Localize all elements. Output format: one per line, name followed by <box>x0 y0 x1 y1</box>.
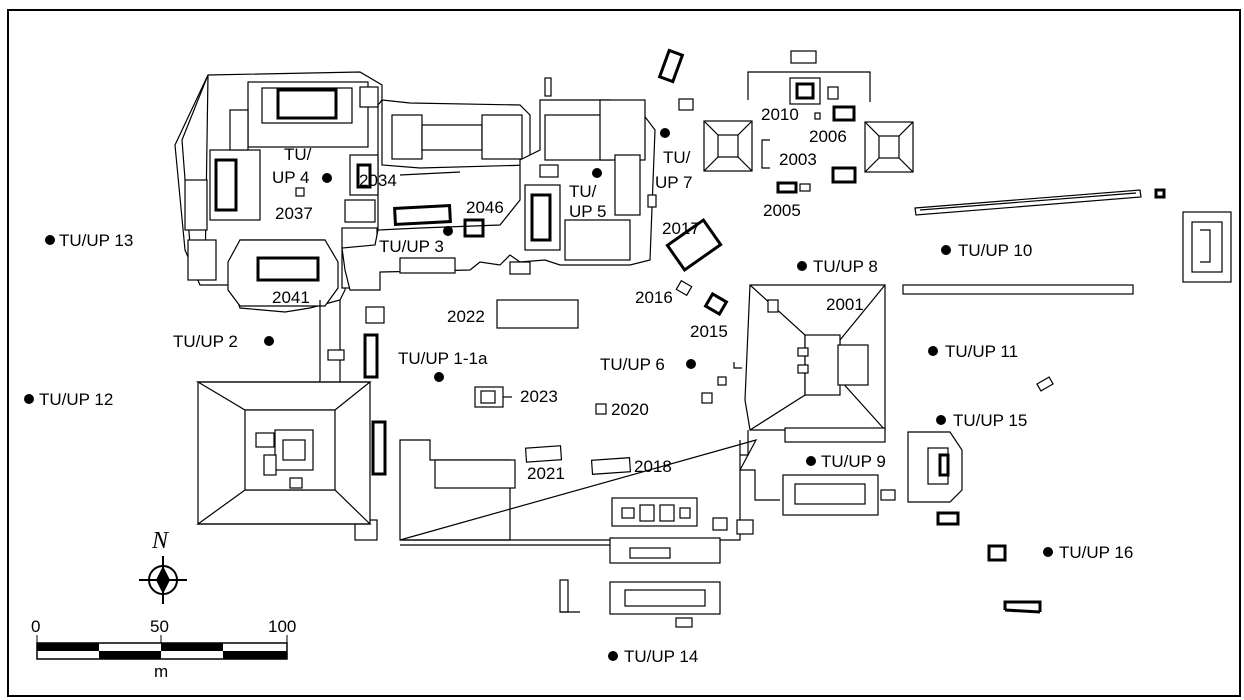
structure-2046b <box>393 203 452 226</box>
map-labels: TU/UP 1-1a TU/UP 2 TU/UP 3 TU/ UP 4 TU/ … <box>39 105 1133 666</box>
structure-2001 <box>740 284 886 456</box>
label-2023: 2023 <box>520 387 558 406</box>
southern-platform <box>399 439 780 564</box>
label-2003: 2003 <box>779 150 817 169</box>
central-palace <box>341 77 657 291</box>
north-arrow: N <box>139 528 187 604</box>
northwest-complex <box>174 71 383 313</box>
label-2001: 2001 <box>826 295 864 314</box>
label-2037: 2037 <box>275 204 313 223</box>
label-tu-up-8: TU/UP 8 <box>813 257 878 276</box>
scale-tick-100: 100 <box>268 617 296 636</box>
label-tu-up-13: TU/UP 13 <box>59 231 133 250</box>
label-tu-up-2: TU/UP 2 <box>173 332 238 351</box>
label-2020: 2020 <box>611 400 649 419</box>
label-2041: 2041 <box>272 288 310 307</box>
label-tu-up-5a: TU/ <box>569 182 597 201</box>
label-2005: 2005 <box>763 201 801 220</box>
label-tu-up-15: TU/UP 15 <box>953 411 1027 430</box>
label-tu-up-9: TU/UP 9 <box>821 452 886 471</box>
label-2010: 2010 <box>761 105 799 124</box>
label-tu-up-7b: UP 7 <box>655 173 693 192</box>
label-tu-up-4a: TU/ <box>284 145 312 164</box>
label-tu-up-7a: TU/ <box>663 148 691 167</box>
label-2021: 2021 <box>527 464 565 483</box>
southeast-structures <box>609 376 1054 615</box>
scale-tick-50: 50 <box>150 617 169 636</box>
label-tu-up-16: TU/UP 16 <box>1059 543 1133 562</box>
label-2006: 2006 <box>809 127 847 146</box>
structure-2046 <box>463 218 485 238</box>
label-tu-up-4b: UP 4 <box>272 168 310 187</box>
scale-tick-0: 0 <box>31 617 40 636</box>
label-tu-up-6: TU/UP 6 <box>600 355 665 374</box>
label-tu-up-11: TU/UP 11 <box>945 342 1018 361</box>
label-2015: 2015 <box>690 322 728 341</box>
east-ranges <box>902 188 1232 295</box>
test-unit-points <box>24 128 1053 661</box>
label-2034: 2034 <box>359 171 397 190</box>
label-tu-up-5b: UP 5 <box>569 202 607 221</box>
structure-2034 <box>381 99 531 176</box>
scale-unit: m <box>154 662 168 681</box>
label-2017: 2017 <box>662 219 700 238</box>
scale-bar: 0 50 100 m <box>31 617 296 681</box>
label-2022: 2022 <box>447 307 485 326</box>
southwest-pyramid <box>195 381 372 525</box>
label-2046: 2046 <box>466 198 504 217</box>
label-tu-up-1: TU/UP 1-1a <box>398 349 488 368</box>
label-tu-up-12: TU/UP 12 <box>39 390 113 409</box>
label-tu-up-10: TU/UP 10 <box>958 241 1032 260</box>
label-tu-up-3: TU/UP 3 <box>379 237 444 256</box>
north-label: N <box>151 528 170 554</box>
plaza-structures <box>474 48 742 628</box>
label-2016: 2016 <box>635 288 673 307</box>
northeast-group <box>703 50 914 194</box>
label-2018: 2018 <box>634 457 672 476</box>
label-tu-up-14: TU/UP 14 <box>624 647 698 666</box>
